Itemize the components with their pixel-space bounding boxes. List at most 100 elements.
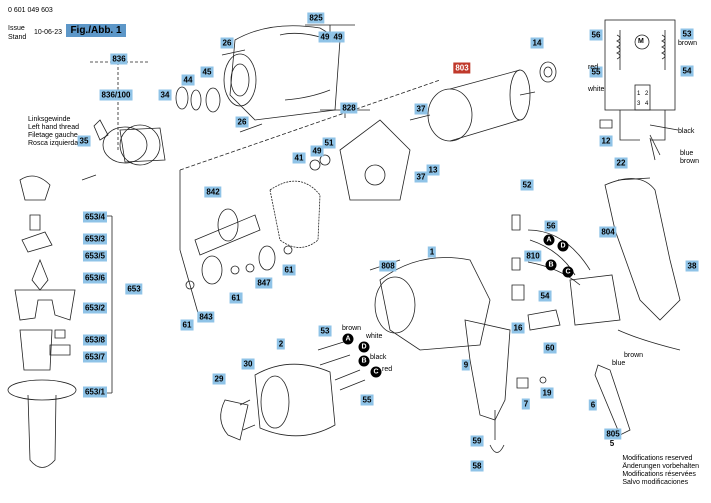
part-callout[interactable]: 45	[200, 66, 214, 78]
part-callout[interactable]: 7	[521, 398, 531, 410]
wire-label-brown: brown	[678, 40, 698, 47]
part-callout[interactable]: 30	[241, 358, 255, 370]
wire-label-red: red	[588, 64, 599, 71]
part-callout[interactable]: 49	[331, 31, 345, 43]
part-callout[interactable]: 61	[180, 319, 194, 331]
part-callout[interactable]: 59	[470, 435, 484, 447]
wire-label-white: white	[588, 86, 605, 93]
footer-note: Modifications reserved Änderungen vorbeh…	[622, 455, 699, 487]
part-callout[interactable]: 808	[379, 260, 397, 272]
part-callout[interactable]: 53	[318, 325, 332, 337]
part-callout[interactable]: 19	[540, 387, 554, 399]
part-callout[interactable]: 836	[110, 53, 128, 65]
part-callout[interactable]: 804	[599, 226, 617, 238]
wire-label-red: red	[382, 366, 393, 373]
part-callout[interactable]: 825	[307, 12, 325, 24]
part-callout[interactable]: 54	[538, 290, 552, 302]
part-callout[interactable]: 653	[125, 283, 143, 295]
part-callout[interactable]: 38	[685, 260, 699, 272]
part-callout[interactable]: 37	[414, 103, 428, 115]
part-callout[interactable]: 842	[204, 186, 222, 198]
part-callout[interactable]: 6	[588, 399, 598, 411]
part-callout[interactable]: 26	[220, 37, 234, 49]
part-callout[interactable]: 44	[181, 74, 195, 86]
wire-marker-a: A	[342, 333, 354, 345]
wire-marker-b: B	[545, 259, 557, 271]
part-callout[interactable]: 51	[322, 137, 336, 149]
part-callout[interactable]: 61	[282, 264, 296, 276]
footer-note-fr: Modifications réservées	[622, 471, 696, 478]
part-callout[interactable]: 53	[680, 28, 694, 40]
part-callout[interactable]: 653/1	[82, 386, 108, 398]
wire-label-brown: brown	[680, 158, 700, 165]
part-callout[interactable]: 49	[318, 31, 332, 43]
wire-label-blue: blue	[680, 150, 694, 157]
part-callout[interactable]: 26	[235, 116, 249, 128]
footer-note-de: Änderungen vorbehalten	[622, 463, 699, 470]
part-callout[interactable]: 653/2	[82, 302, 108, 314]
part-callout[interactable]: 35	[77, 135, 91, 147]
wire-marker-d: D	[358, 341, 370, 353]
part-callout[interactable]: 41	[292, 152, 306, 164]
part-callout[interactable]: 847	[255, 277, 273, 289]
part-callout[interactable]: 29	[212, 373, 226, 385]
switch-pin: 4	[645, 101, 649, 107]
part-callout[interactable]: 58	[470, 460, 484, 472]
wire-marker-d: D	[557, 240, 569, 252]
part-callout[interactable]: 55	[360, 394, 374, 406]
part-callout[interactable]: 805	[604, 428, 622, 440]
thread-note-de: Linksgewinde	[28, 116, 71, 123]
part-callout[interactable]: 56	[589, 29, 603, 41]
part-callout[interactable]: 810	[524, 250, 542, 262]
part-callout[interactable]: 54	[680, 65, 694, 77]
stand-label: Stand	[8, 34, 27, 41]
issue-date: 10-06-23	[34, 29, 63, 36]
part-callout[interactable]: 52	[520, 179, 534, 191]
wire-marker-c: C	[562, 266, 574, 278]
part-callout[interactable]: 836/100	[99, 89, 133, 101]
part-callout[interactable]: 653/4	[82, 211, 108, 223]
part-callout[interactable]: 60	[543, 342, 557, 354]
footer-note-en: Modifications reserved	[622, 455, 693, 462]
part-callout[interactable]: 653/6	[82, 272, 108, 284]
part-callout[interactable]: 653/7	[82, 351, 108, 363]
part-callout[interactable]: 653/5	[82, 250, 108, 262]
part-callout[interactable]: 49	[310, 145, 324, 157]
wire-label-black: black	[370, 354, 387, 361]
wire-label-brown: brown	[624, 352, 644, 359]
part-callout[interactable]: 16	[511, 322, 525, 334]
part-callout-highlighted[interactable]: 803	[453, 62, 471, 74]
part-callout[interactable]: 34	[158, 89, 172, 101]
part-callout[interactable]: 1	[427, 246, 437, 258]
part-callout[interactable]: 653/3	[82, 233, 108, 245]
thread-note-en: Left hand thread	[28, 124, 79, 131]
figure-title: Fig./Abb. 1	[66, 24, 126, 37]
thread-note-fr: Filetage gauche	[28, 132, 78, 139]
part-callout[interactable]: 2	[276, 338, 286, 350]
part-callout[interactable]: 61	[229, 292, 243, 304]
switch-pin: 1	[637, 91, 641, 97]
part-callout[interactable]: 37	[414, 171, 428, 183]
part-callout[interactable]: 9	[461, 359, 471, 371]
footer-note-es: Salvo modificaciones	[622, 479, 689, 486]
thread-note: Linksgewinde Left hand thread Filetage g…	[28, 116, 79, 148]
wire-label-black: black	[678, 128, 695, 135]
part-callout[interactable]: 14	[530, 37, 544, 49]
part-callout[interactable]: 843	[197, 311, 215, 323]
part-callout[interactable]: 13	[426, 164, 440, 176]
wire-label-brown: brown	[342, 325, 362, 332]
switch-pin: 2	[645, 91, 649, 97]
wire-label-blue: blue	[612, 360, 626, 367]
issue-label: Issue	[8, 25, 25, 32]
part-callout[interactable]: 22	[614, 157, 628, 169]
part-callout[interactable]: 5	[609, 439, 615, 448]
part-callout[interactable]: 828	[340, 102, 358, 114]
part-number: 0 601 049 603	[8, 7, 53, 14]
part-callout[interactable]: 653/8	[82, 334, 108, 346]
wire-marker-c: C	[370, 366, 382, 378]
part-callout[interactable]: 55	[589, 66, 603, 78]
motor-symbol: M	[638, 38, 644, 45]
part-callout[interactable]: 12	[599, 135, 613, 147]
switch-pin: 3	[637, 101, 641, 107]
part-callout[interactable]: 56	[544, 220, 558, 232]
